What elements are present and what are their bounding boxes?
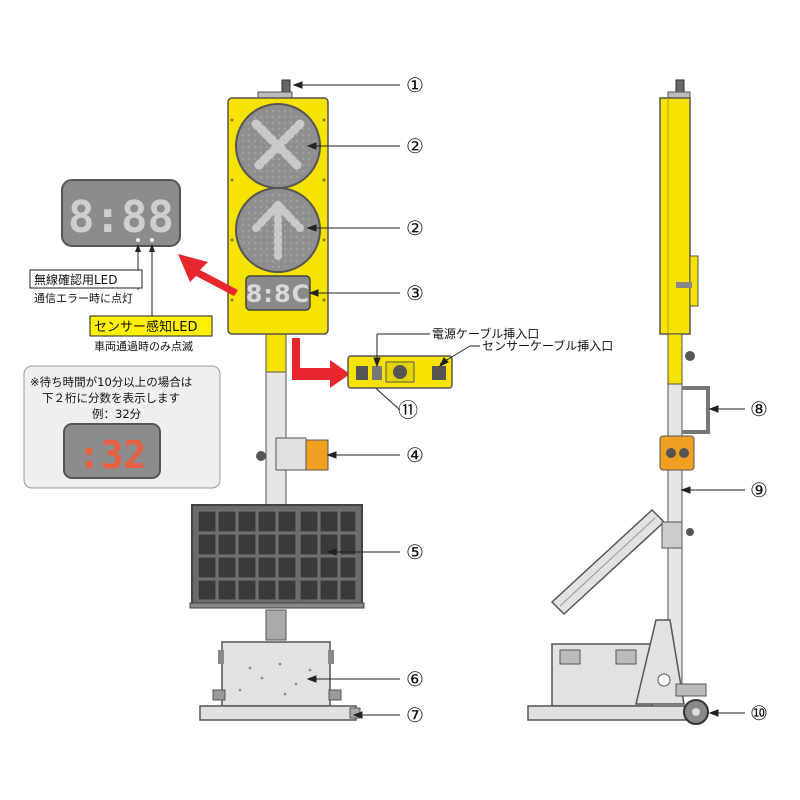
radio-led-label-box	[29, 269, 143, 289]
battery-box	[221, 641, 331, 707]
wait-time-note: ※待ち時間が10分以上の場合は 下２桁に分数を表示します 例：32分 :32	[23, 365, 221, 489]
callout-11: ⑪	[398, 398, 418, 422]
junction-box	[347, 355, 453, 389]
up-arrow-icon	[252, 199, 304, 262]
panel-mount	[265, 609, 287, 641]
radio-led-label: 無線確認用LED	[34, 272, 118, 287]
zoomed-digits: 8:88	[68, 192, 174, 243]
wait-note-line1: ※待ち時間が10分以上の場合は	[30, 375, 192, 389]
housing-rivets	[230, 118, 326, 302]
sensor-led-label: センサー感知LED	[94, 319, 197, 335]
wait-note-line3: 例：32分	[92, 407, 142, 421]
callout-6: ⑥	[406, 667, 424, 691]
wait-note-line2: 下２桁に分数を表示します	[42, 391, 180, 405]
side-base-plate	[527, 705, 689, 721]
x-mark-icon	[251, 119, 305, 173]
side-pole-top	[667, 333, 683, 385]
side-receiver	[659, 435, 695, 471]
callout-numbers: ① ② ② ③ ④ ⑤ ⑥ ⑦ ⑧ ⑨ ⑩ ⑪	[398, 73, 768, 727]
sensor-led-label-box	[89, 315, 213, 337]
callout-1: ①	[406, 73, 424, 97]
callout-4: ④	[406, 443, 424, 467]
sensor-cable-label: センサーケーブル挿入口	[482, 338, 613, 353]
countdown-digits: 8:8C	[246, 280, 311, 308]
callout-lines	[292, 81, 745, 719]
sensor-led-note: 車両通過時のみ点滅	[94, 339, 193, 353]
example-digits: :32	[78, 433, 147, 477]
red-arrow-right	[292, 338, 350, 388]
radio-led-note: 通信エラー時に点灯	[34, 292, 133, 305]
callout-5: ⑤	[406, 540, 424, 564]
carry-handle	[682, 386, 710, 434]
callout-9: ⑨	[750, 478, 768, 502]
side-a-frame	[635, 619, 685, 705]
base-plate	[199, 705, 357, 721]
pole-yellow-section	[265, 331, 287, 373]
red-arrow-left	[178, 254, 238, 296]
pole-bracket	[275, 437, 307, 471]
bracket-knob	[256, 451, 266, 461]
side-view	[527, 79, 710, 725]
callout-10: ⑩	[750, 701, 768, 725]
callout-8: ⑧	[750, 397, 768, 421]
side-housing	[659, 97, 691, 335]
callout-3: ③	[406, 281, 424, 305]
callout-2a: ②	[406, 134, 424, 158]
callout-2b: ②	[406, 216, 424, 240]
receiver-box	[305, 439, 329, 471]
callout-7: ⑦	[406, 703, 424, 727]
zoomed-display: 8:88	[61, 179, 181, 322]
front-view: 8:8C	[189, 79, 365, 721]
power-cable-label: 電源ケーブル挿入口	[432, 326, 539, 341]
solar-cells	[197, 510, 357, 601]
